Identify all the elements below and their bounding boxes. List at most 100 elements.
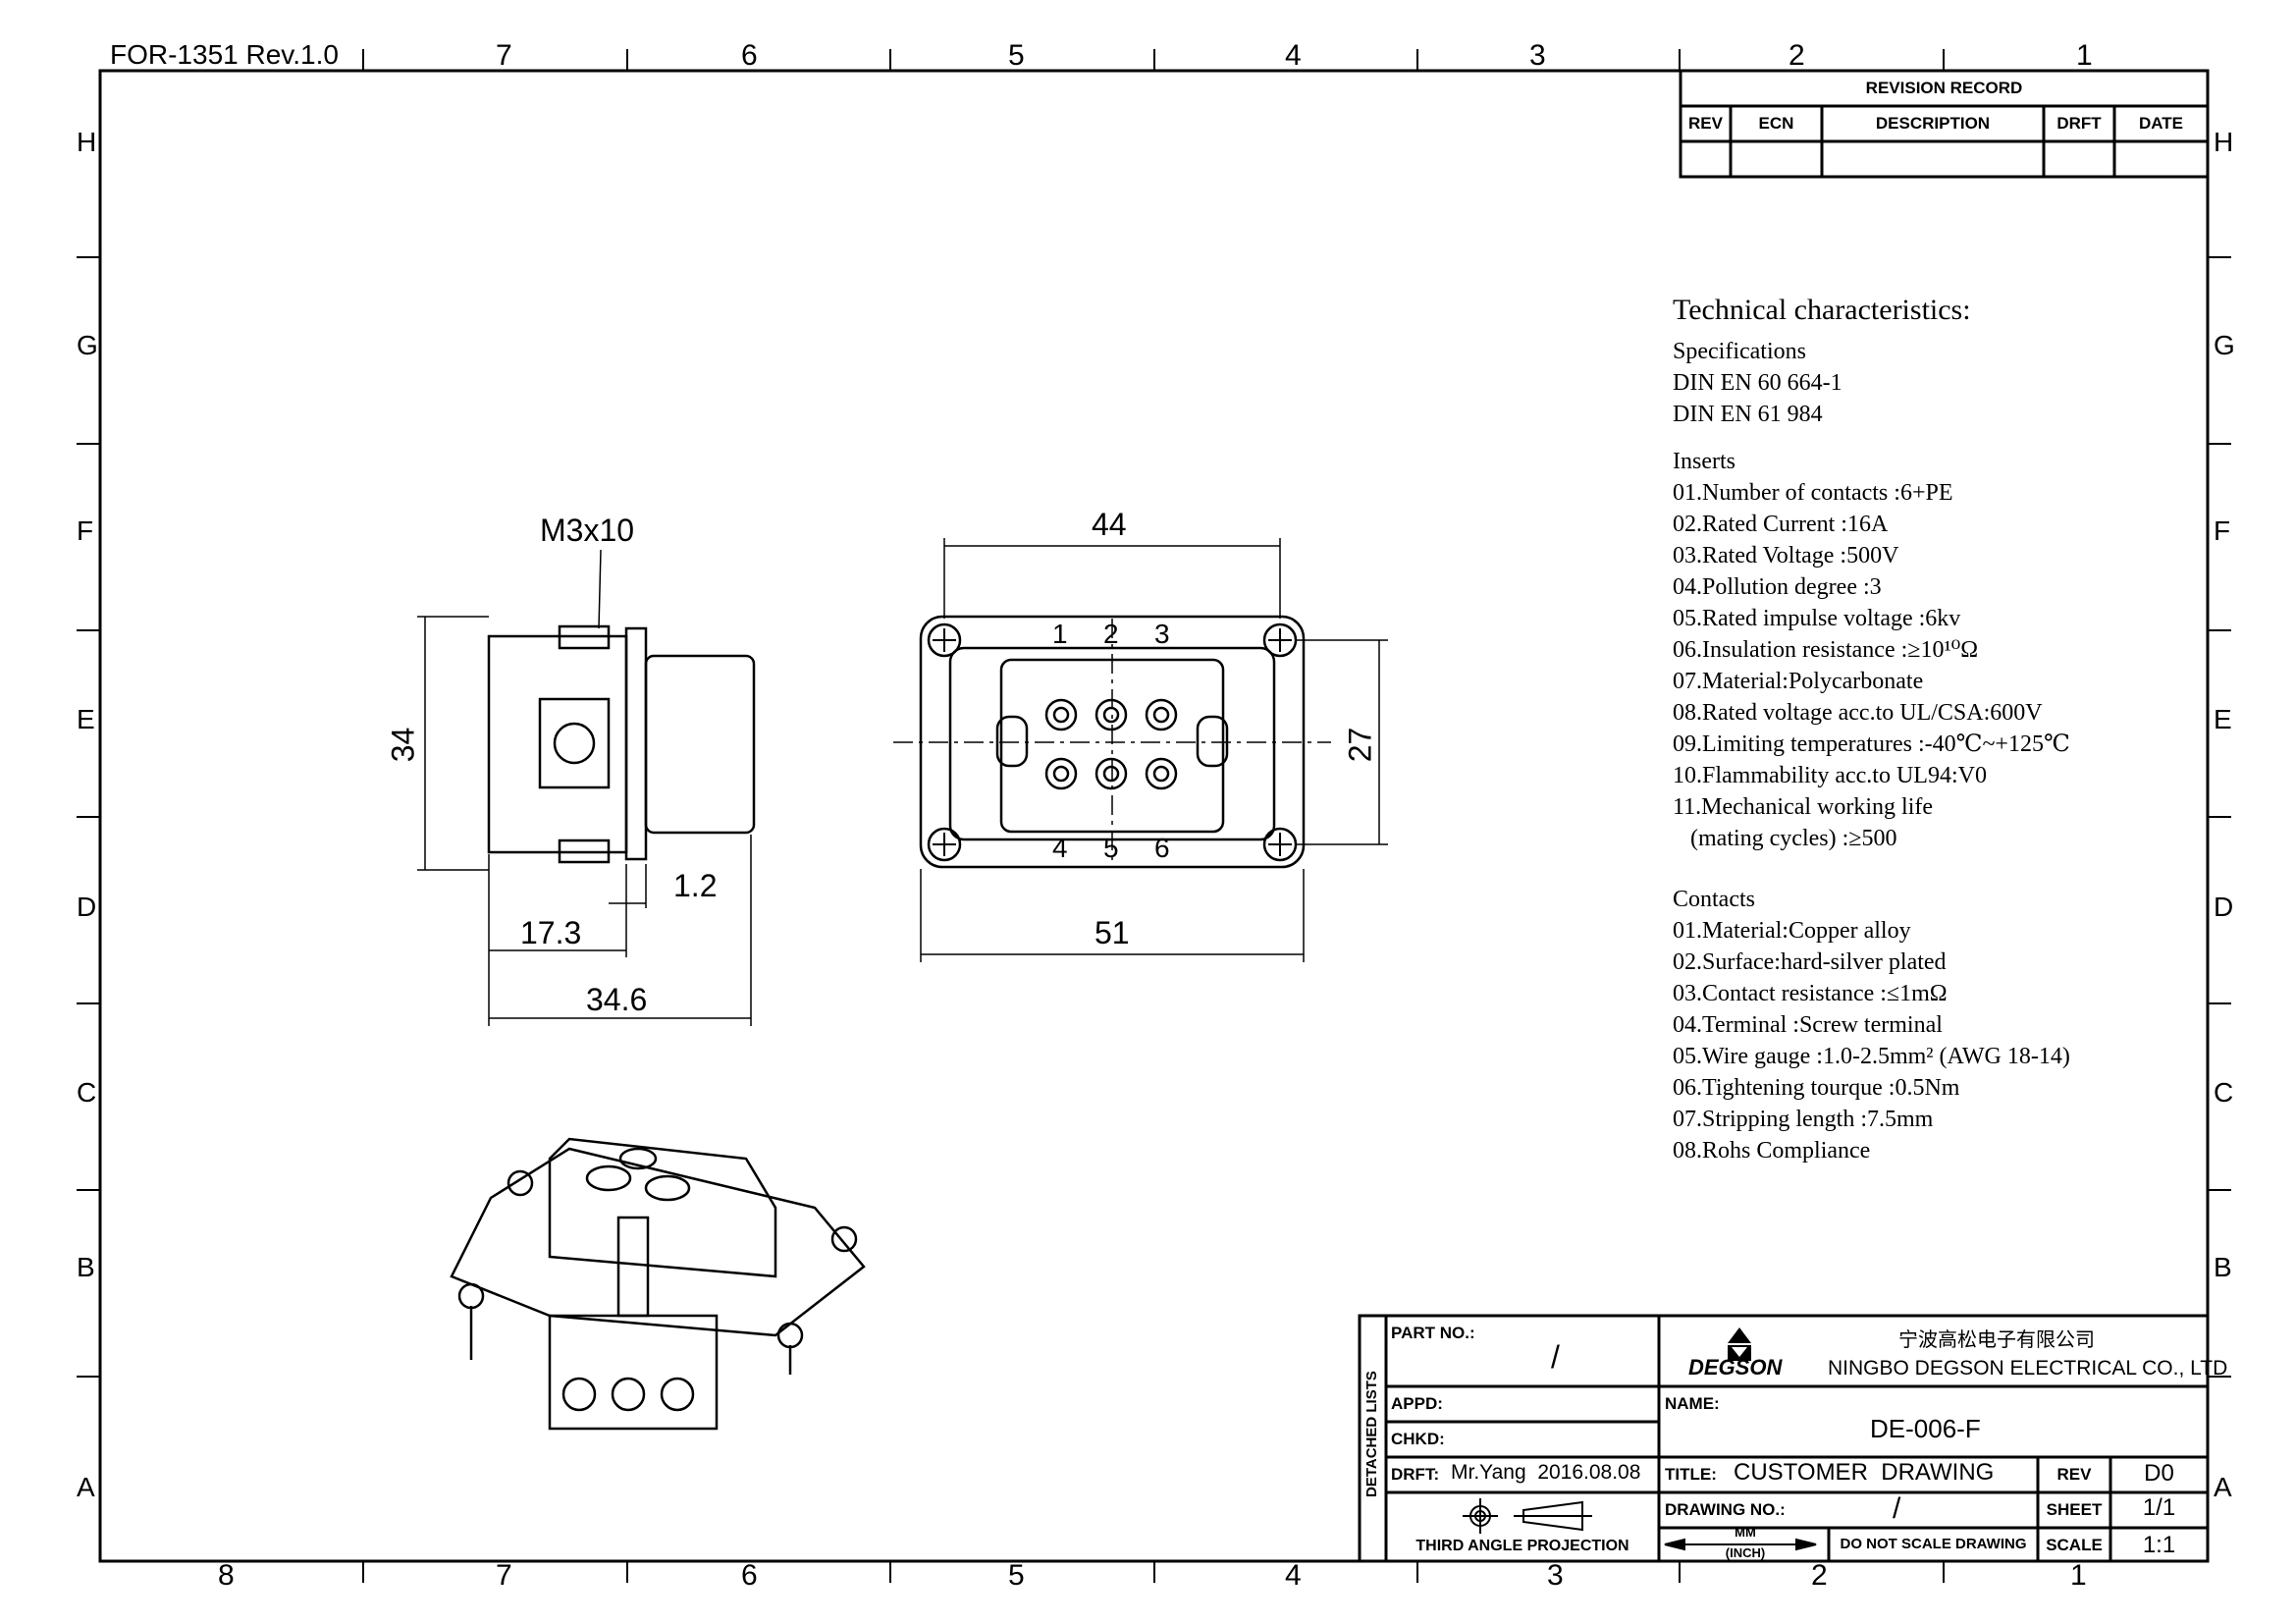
drft-label: DRFT: bbox=[1391, 1465, 1440, 1484]
scale-value: 1:1 bbox=[2142, 1532, 2176, 1558]
dim-width-51: 51 bbox=[1095, 915, 1130, 950]
inserts-heading: Inserts bbox=[1673, 449, 1735, 474]
contact-item: 08.Rohs Compliance bbox=[1673, 1138, 1871, 1164]
dim-1-2: 1.2 bbox=[673, 868, 718, 903]
row-label: A bbox=[77, 1472, 95, 1502]
dim-height-27: 27 bbox=[1342, 727, 1378, 763]
pin-label: 1 bbox=[1052, 619, 1068, 649]
contact-item: 01.Material:Copper alloy bbox=[1673, 918, 1911, 944]
isometric-view bbox=[450, 1137, 866, 1431]
scale-label: SCALE bbox=[2046, 1536, 2103, 1554]
specs-heading: Specifications bbox=[1673, 339, 1806, 364]
rev-label: REV bbox=[2056, 1465, 2092, 1484]
insert-item: (mating cycles) :≥500 bbox=[1673, 826, 1897, 851]
column-label: 6 bbox=[741, 39, 758, 72]
drawing-no-value: / bbox=[1893, 1492, 1901, 1525]
rev-value: D0 bbox=[2144, 1460, 2174, 1487]
tech-title: Technical characteristics: bbox=[1673, 294, 1971, 326]
pin-label: 5 bbox=[1103, 833, 1119, 863]
pin-label: 2 bbox=[1103, 619, 1119, 649]
dim-width-44: 44 bbox=[1092, 507, 1127, 542]
column-label: 7 bbox=[496, 39, 512, 72]
no-scale-note: DO NOT SCALE DRAWING bbox=[1840, 1536, 2027, 1552]
company-name-en: NINGBO DEGSON ELECTRICAL CO., LTD bbox=[1828, 1357, 2228, 1380]
drawing-no-label: DRAWING NO.: bbox=[1665, 1500, 1786, 1519]
name-label: NAME: bbox=[1665, 1394, 1720, 1413]
row-label: G bbox=[2214, 330, 2235, 360]
column-label: 5 bbox=[1008, 39, 1025, 72]
row-label: H bbox=[77, 127, 97, 157]
row-label: F bbox=[77, 515, 94, 546]
part-no-label: PART NO.: bbox=[1391, 1324, 1475, 1342]
row-label: F bbox=[2214, 515, 2231, 546]
row-label: E bbox=[2214, 704, 2232, 734]
pin-label: 4 bbox=[1052, 833, 1068, 863]
insert-item: 11.Mechanical working life bbox=[1673, 794, 1934, 820]
column-label: 6 bbox=[741, 1559, 758, 1592]
contact-item: 07.Stripping length :7.5mm bbox=[1673, 1107, 1934, 1132]
column-label: 4 bbox=[1285, 39, 1302, 72]
column-label: 1 bbox=[2076, 39, 2093, 72]
insert-item: 06.Insulation resistance :≥10¹⁰Ω bbox=[1673, 637, 1979, 663]
units-inch: (INCH) bbox=[1725, 1545, 1766, 1560]
contact-item: 04.Terminal :Screw terminal bbox=[1673, 1012, 1943, 1038]
dim-screw: M3x10 bbox=[540, 513, 635, 548]
projection-label: THIRD ANGLE PROJECTION bbox=[1415, 1538, 1629, 1554]
column-label: 3 bbox=[1529, 39, 1546, 72]
column-label: 1 bbox=[2070, 1559, 2087, 1592]
revision-header: ECN bbox=[1758, 114, 1794, 133]
technical-characteristics: Technical characteristics: Specification… bbox=[1673, 295, 2070, 1166]
part-name: DE-006-F bbox=[1870, 1414, 1981, 1443]
chkd-label: CHKD: bbox=[1391, 1430, 1445, 1448]
pin-label: 3 bbox=[1154, 619, 1170, 649]
drawing-title: CUSTOMER DRAWING bbox=[1734, 1459, 1995, 1486]
dim-height-34: 34 bbox=[385, 727, 421, 763]
row-label: H bbox=[2214, 127, 2234, 157]
row-label: C bbox=[77, 1077, 97, 1108]
revision-header: DATE bbox=[2138, 114, 2183, 133]
row-label: E bbox=[77, 704, 95, 734]
dim-34-6: 34.6 bbox=[586, 982, 648, 1017]
spec-item: DIN EN 61 984 bbox=[1673, 402, 1823, 427]
company-name-cn: 宁波高松电子有限公司 bbox=[1898, 1329, 2095, 1351]
degson-logo: DEGSON bbox=[1688, 1355, 1783, 1380]
spec-item: DIN EN 60 664-1 bbox=[1673, 370, 1842, 396]
insert-item: 01.Number of contacts :6+PE bbox=[1673, 480, 1953, 506]
column-label: 5 bbox=[1008, 1559, 1025, 1592]
front-view bbox=[893, 538, 1388, 962]
column-label: 8 bbox=[218, 1559, 235, 1592]
insert-item: 09.Limiting temperatures :-40℃~+125℃ bbox=[1673, 731, 2070, 757]
appd-label: APPD: bbox=[1391, 1394, 1443, 1413]
column-label: 7 bbox=[496, 1559, 512, 1592]
insert-item: 04.Pollution degree :3 bbox=[1673, 574, 1882, 600]
side-view bbox=[417, 549, 756, 1026]
row-label: D bbox=[77, 892, 97, 922]
insert-item: 02.Rated Current :16A bbox=[1673, 512, 1889, 537]
sheet-value: 1/1 bbox=[2142, 1494, 2176, 1521]
detached-lists-label: DETACHED LISTS bbox=[1363, 1371, 1380, 1497]
revision-header: REV bbox=[1688, 114, 1723, 133]
insert-item: 03.Rated Voltage :500V bbox=[1673, 543, 1899, 568]
row-label: C bbox=[2214, 1077, 2234, 1108]
form-id: FOR-1351 Rev.1.0 bbox=[110, 39, 339, 70]
insert-item: 07.Material:Polycarbonate bbox=[1673, 669, 1924, 694]
row-label: B bbox=[2214, 1252, 2232, 1282]
title-label: TITLE: bbox=[1665, 1465, 1717, 1484]
insert-item: 10.Flammability acc.to UL94:V0 bbox=[1673, 763, 1987, 788]
revision-header: DRFT bbox=[2056, 114, 2102, 133]
contact-item: 05.Wire gauge :1.0-2.5mm² (AWG 18-14) bbox=[1673, 1044, 2070, 1069]
column-label: 2 bbox=[1789, 39, 1805, 72]
revision-title: REVISION RECORD bbox=[1865, 79, 2023, 97]
column-label: 3 bbox=[1547, 1559, 1564, 1592]
units-mm: MM bbox=[1735, 1525, 1756, 1540]
row-label: G bbox=[77, 330, 98, 360]
revision-header: DESCRIPTION bbox=[1875, 114, 1991, 133]
column-label: 2 bbox=[1811, 1559, 1828, 1592]
contacts-heading: Contacts bbox=[1673, 887, 1755, 912]
drafter: Mr.Yang 2016.08.08 bbox=[1451, 1461, 1641, 1484]
sheet-label: SHEET bbox=[2046, 1500, 2103, 1519]
contact-item: 02.Surface:hard-silver plated bbox=[1673, 949, 1947, 975]
insert-item: 08.Rated voltage acc.to UL/CSA:600V bbox=[1673, 700, 2043, 726]
